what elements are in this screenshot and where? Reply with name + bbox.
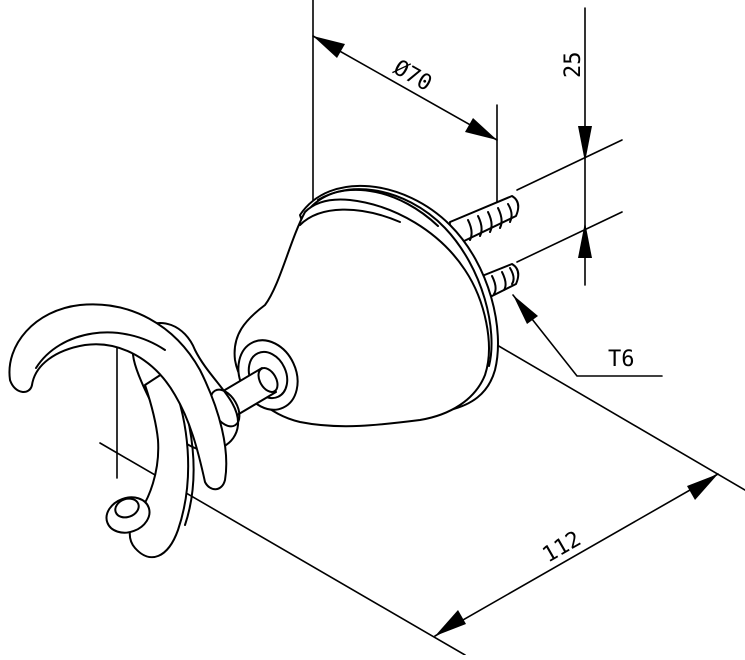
length-arrow-right [687,474,718,500]
length-dimension: 112 [434,473,719,637]
length-arrow-left [435,610,466,636]
anchor-label: T6 [608,347,635,372]
bell-body [233,198,490,428]
diameter-arrow-left [313,36,345,58]
anchor-leader: T6 [512,294,663,377]
depth-arrow-top [578,126,592,162]
diameter-label: Ø70 [389,55,436,96]
hook-end-knob [105,496,151,534]
anchor-leader-arrow [513,295,538,324]
upper-hook-arm [8,303,228,491]
depth-arrow-bottom [578,222,592,258]
diameter-arrow-right [465,118,497,140]
depth-dimension: 25 [561,52,592,258]
depth-label: 25 [561,52,586,79]
diameter-dimension: Ø70 [312,35,498,141]
length-label: 112 [539,527,586,569]
